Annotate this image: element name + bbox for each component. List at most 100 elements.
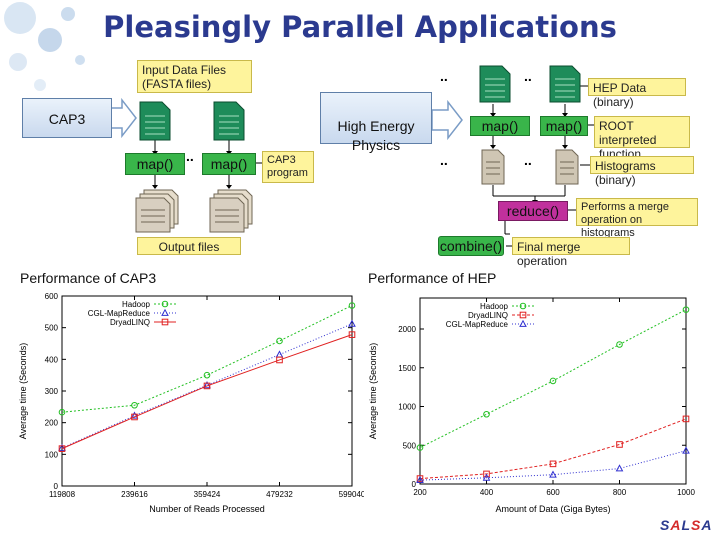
x-tick-label: 1000 xyxy=(677,488,695,497)
data-point xyxy=(203,371,211,379)
data-point xyxy=(348,319,356,327)
salsa-letter: L xyxy=(681,517,692,533)
input-file-icon xyxy=(139,101,171,141)
x-tick-label: 359424 xyxy=(194,490,221,499)
data-point xyxy=(161,308,169,316)
histogram-file-icon xyxy=(481,149,505,185)
data-point xyxy=(416,444,424,451)
x-tick-label: 400 xyxy=(480,488,494,497)
x-axis-label: Number of Reads Processed xyxy=(149,504,265,514)
hep-dots-mid-left: .. xyxy=(440,152,448,168)
salsa-letter: A xyxy=(670,517,682,533)
data-point xyxy=(276,356,283,364)
salsa-letter: S xyxy=(691,517,702,533)
hep-heading: High Energy Physics xyxy=(337,118,415,153)
legend-label: CGL-MapReduce xyxy=(446,320,509,329)
y-tick-label: 500 xyxy=(403,441,417,450)
data-point xyxy=(549,470,557,478)
hep-data-file-icon xyxy=(549,65,581,103)
y-tick-label: 0 xyxy=(54,482,59,491)
salsa-letter: S xyxy=(660,517,671,533)
data-point xyxy=(519,302,527,310)
data-point xyxy=(616,441,623,448)
data-point xyxy=(348,302,356,309)
series-line-cgl-mapreduce xyxy=(419,450,687,481)
histogram-file-icon xyxy=(555,149,579,185)
series-line-hadoop xyxy=(419,309,687,449)
y-tick-label: 1000 xyxy=(398,403,416,412)
y-tick-label: 400 xyxy=(45,355,59,364)
cap3-heading-box: CAP3 xyxy=(22,98,112,138)
data-point xyxy=(483,470,490,478)
x-tick-label: 119808 xyxy=(49,490,76,499)
x-axis-label: Amount of Data (Giga Bytes) xyxy=(495,504,610,514)
input-files-label: Input Data Files (FASTA files) xyxy=(137,60,252,93)
y-tick-label: 500 xyxy=(45,324,59,333)
output-files-label: Output files xyxy=(137,237,241,255)
hep-dots-top-mid: .. xyxy=(524,68,532,84)
histograms-label: Histograms (binary) xyxy=(590,156,694,187)
data-point xyxy=(682,415,690,423)
hep-heading-box: High Energy Physics xyxy=(320,92,432,153)
cap3-map-button-right: map() xyxy=(202,153,256,175)
data-point xyxy=(58,408,66,416)
legend-label: Hadoop xyxy=(480,302,509,311)
hep-map-button-right: map() xyxy=(540,116,588,136)
salsa-logo: SALSA xyxy=(660,517,713,533)
data-point xyxy=(276,337,283,345)
x-tick-label: 239616 xyxy=(121,490,148,499)
combine-button: combine() xyxy=(438,236,504,256)
x-tick-label: 600 xyxy=(546,488,560,497)
y-axis-label: Average time (Seconds) xyxy=(368,343,378,439)
data-point xyxy=(348,331,356,338)
data-point xyxy=(615,464,624,472)
y-tick-label: 200 xyxy=(45,419,59,428)
perf-hep-title: Performance of HEP xyxy=(368,270,497,286)
data-point xyxy=(58,445,66,452)
data-point xyxy=(519,311,527,319)
output-file-icon xyxy=(135,189,179,233)
data-point xyxy=(549,460,557,468)
legend-label: Hadoop xyxy=(122,300,151,309)
data-point xyxy=(616,341,623,348)
chart-background xyxy=(16,288,364,516)
y-tick-label: 1500 xyxy=(398,364,416,373)
data-point xyxy=(483,410,490,418)
merge-operation-label: Performs a merge operation on histograms xyxy=(576,198,698,239)
data-point xyxy=(682,446,690,454)
hep-map-button-left: map() xyxy=(470,116,530,136)
hep-dots-top-left: .. xyxy=(440,68,448,84)
hep-dots-mid-right: .. xyxy=(524,152,532,168)
x-tick-label: 800 xyxy=(613,488,627,497)
y-tick-label: 300 xyxy=(45,387,59,396)
y-tick-label: 600 xyxy=(45,292,59,301)
x-tick-label: 479232 xyxy=(266,490,293,499)
hep-data-file-icon xyxy=(479,65,511,103)
decorative-corner-graphic xyxy=(4,2,85,91)
final-merge-label: Final merge operation xyxy=(512,237,630,268)
hep-connectors xyxy=(431,85,594,247)
data-point xyxy=(416,475,424,484)
x-tick-label: 200 xyxy=(413,488,427,497)
cap3-map-button-left: map() xyxy=(125,153,185,175)
y-tick-label: 2000 xyxy=(398,325,416,334)
legend-label: DryadLINQ xyxy=(468,311,508,320)
data-point xyxy=(131,401,138,409)
y-tick-label: 0 xyxy=(412,480,417,489)
input-file-icon xyxy=(213,101,245,141)
data-point xyxy=(416,475,424,482)
output-file-icon xyxy=(209,189,253,233)
salsa-letter: A xyxy=(701,517,713,533)
series-line-dryadlinq xyxy=(419,418,687,480)
legend-label: DryadLINQ xyxy=(110,318,150,327)
data-point xyxy=(161,318,169,326)
page-title: Pleasingly Parallel Applications xyxy=(103,10,617,44)
y-axis-label: Average time (Seconds) xyxy=(18,343,28,439)
data-point xyxy=(682,306,690,313)
reduce-button: reduce() xyxy=(498,201,568,221)
chart-background xyxy=(366,288,700,516)
cap3-connectors xyxy=(109,97,262,189)
data-point xyxy=(131,413,138,421)
